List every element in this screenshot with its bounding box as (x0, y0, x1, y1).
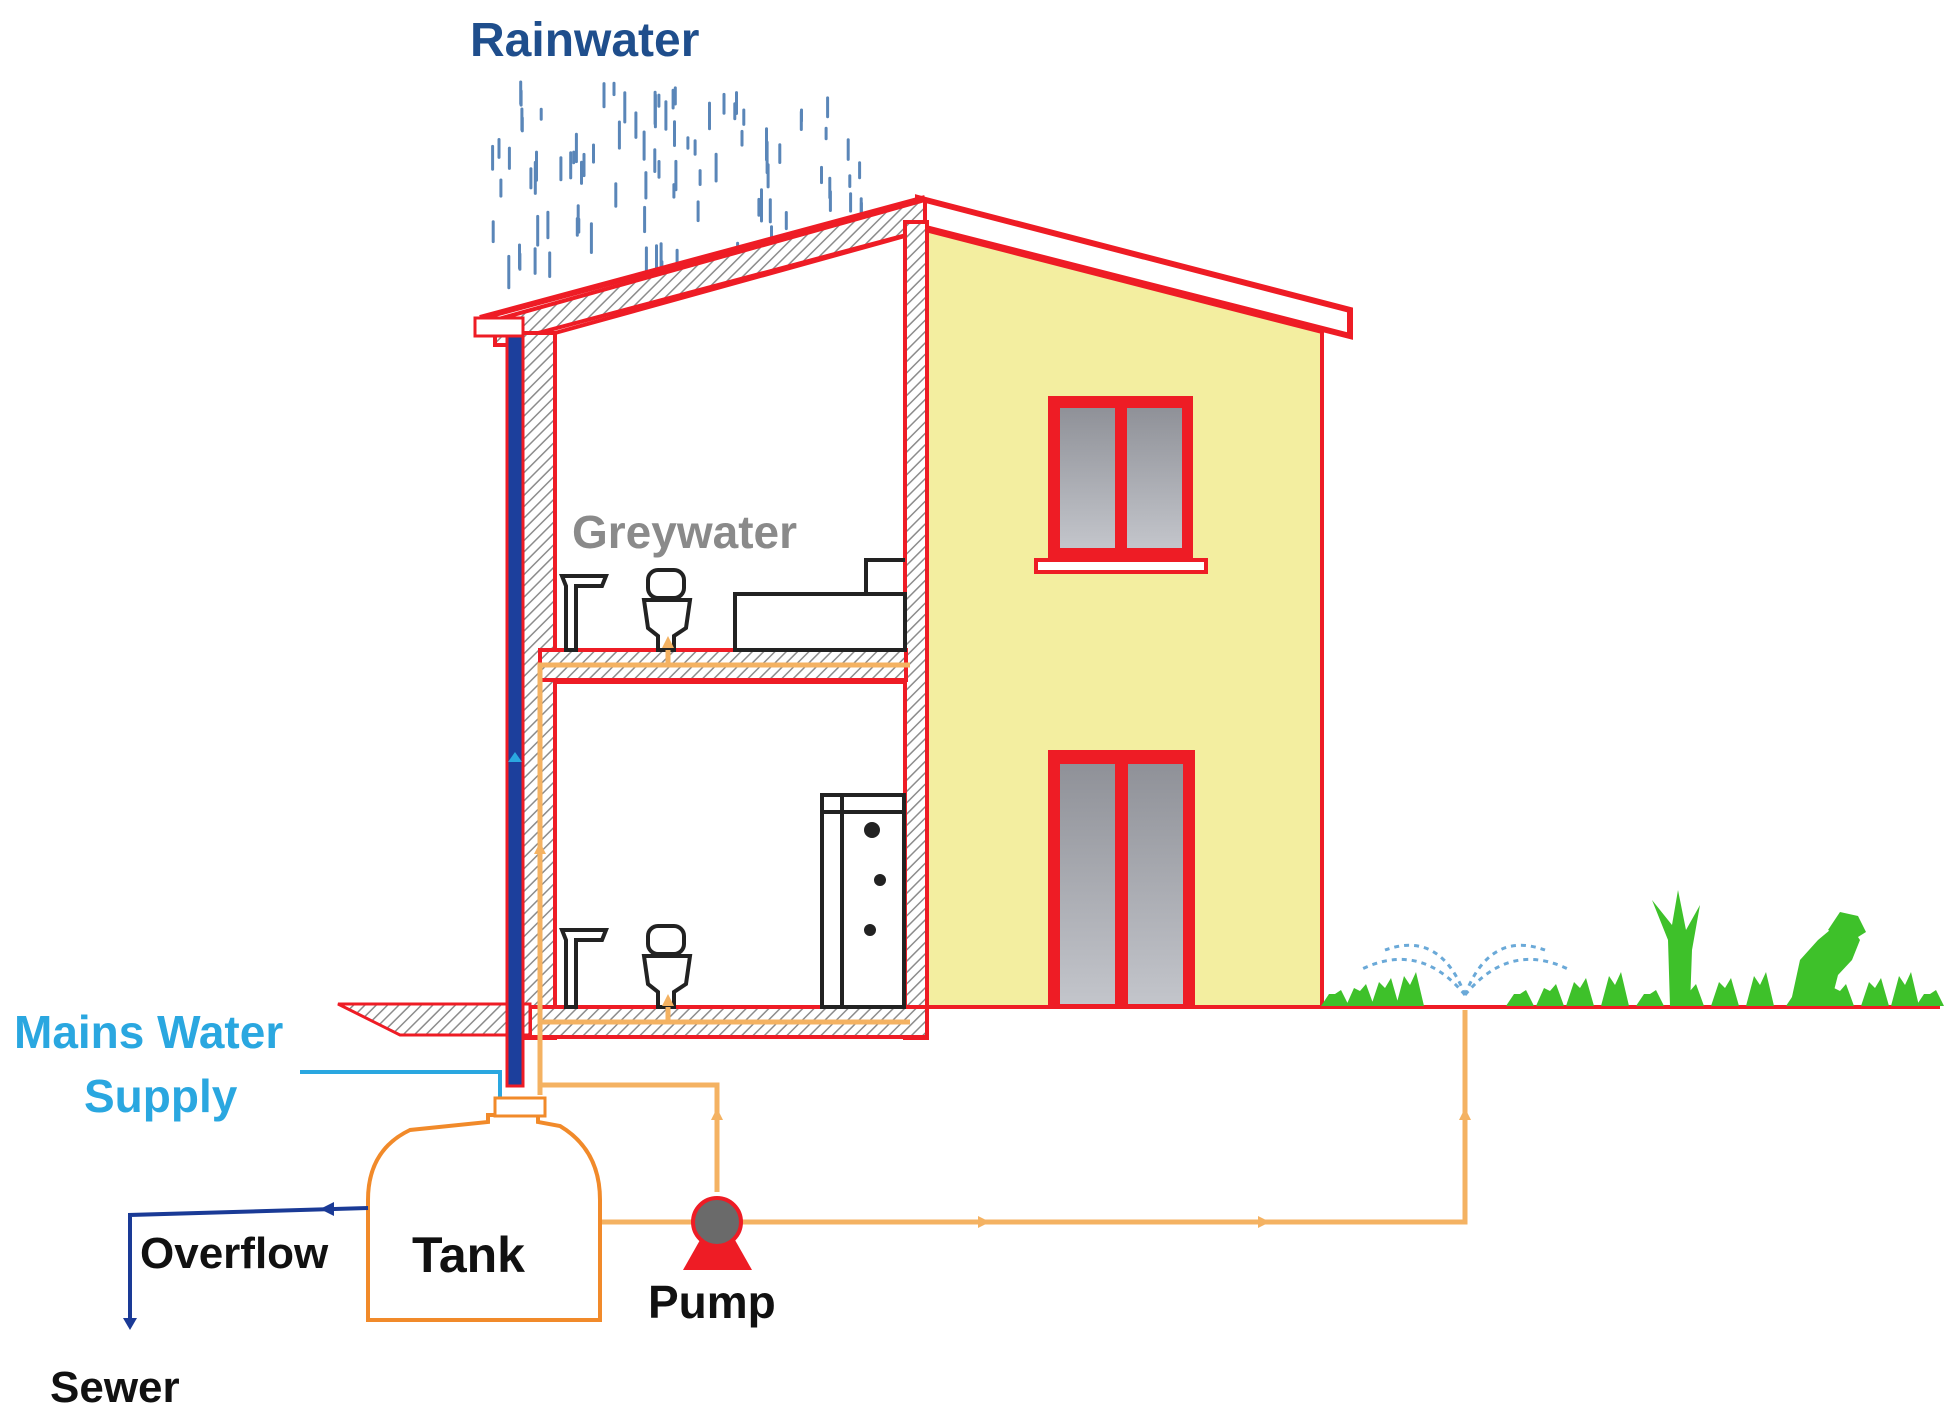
plant-tuft (1601, 972, 1629, 1006)
greywater-pipes (537, 650, 1468, 1308)
mains-supply-pipe (300, 1070, 502, 1100)
overflow-pipe (128, 1206, 369, 1318)
overflow-label: Overflow (140, 1229, 329, 1278)
ground (337, 1002, 1940, 1037)
plants-icon (1321, 890, 1944, 1006)
plant-tuft (1916, 990, 1944, 1006)
flow-arrow-icon (508, 752, 522, 762)
plant-tuft (1566, 978, 1594, 1006)
plant-tuft (1826, 984, 1854, 1006)
plant-tuft (1711, 978, 1739, 1006)
plant-tuft (1536, 984, 1564, 1006)
supply-label: Supply (84, 1070, 238, 1122)
washbasin-icon (559, 574, 609, 652)
plant-tuft (1891, 972, 1919, 1006)
flow-arrow-icon (1258, 1216, 1270, 1228)
flow-arrow-icon (534, 842, 546, 854)
plant-tuft (1746, 972, 1774, 1006)
window-icon (1034, 396, 1208, 574)
pump-label: Pump (648, 1276, 776, 1328)
plant-tuft (1861, 978, 1889, 1006)
plant (1790, 925, 1860, 1006)
sprinkler-icon (1359, 943, 1571, 996)
bathtub-icon (733, 558, 907, 652)
door-window-icon (1048, 750, 1195, 1008)
flow-arrow-icon (978, 1216, 990, 1228)
flow-arrow-icon (123, 1318, 137, 1330)
rainwater-label: Rainwater (470, 14, 699, 67)
tank-icon (366, 1096, 602, 1322)
flow-arrow-icon (662, 636, 674, 648)
plant-tuft (1321, 990, 1349, 1006)
washbasin-icon (559, 928, 609, 1009)
shower-cabinet-icon (820, 793, 906, 1009)
plant-tuft (1396, 972, 1424, 1006)
flow-arrow-icon (711, 1108, 723, 1120)
flow-arrow-icon (1459, 1108, 1471, 1120)
toilet-icon (641, 568, 693, 652)
toilet-icon (641, 924, 693, 1009)
flow-arrow-icon (662, 994, 674, 1006)
plant-tuft (1636, 990, 1664, 1006)
rain-drops (491, 80, 863, 293)
greywater-label: Greywater (572, 506, 797, 558)
plant-tuft (1371, 978, 1399, 1006)
downpipe (473, 316, 525, 1088)
sewer-label: Sewer (50, 1363, 180, 1412)
flow-arrow-icon (320, 1202, 334, 1216)
mains-water-label: Mains Water (14, 1006, 283, 1058)
plant-tuft (1346, 984, 1374, 1006)
plant-tuft (1506, 990, 1534, 1006)
flow-arrows (534, 636, 1471, 1228)
plant (1652, 890, 1700, 1006)
tank-label: Tank (412, 1227, 525, 1283)
pump-icon (683, 1196, 752, 1270)
plant (1828, 912, 1866, 942)
